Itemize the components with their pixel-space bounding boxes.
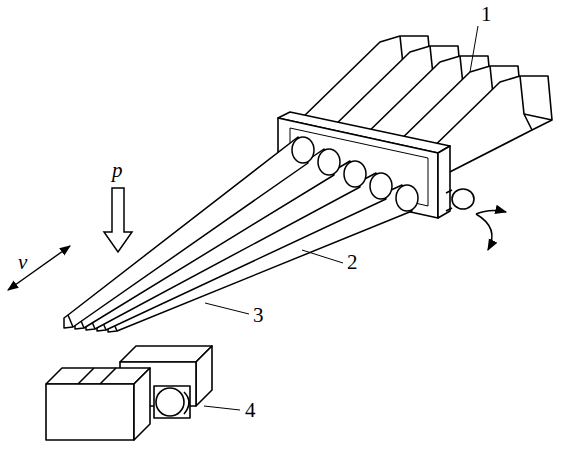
velocity-symbol: v bbox=[18, 252, 27, 273]
callout-number: 3 bbox=[253, 305, 264, 326]
callout-number: 2 bbox=[347, 252, 358, 273]
force-symbol: p bbox=[112, 160, 123, 181]
pressure-arrow bbox=[104, 188, 132, 252]
workpiece bbox=[46, 346, 212, 440]
blade-fingers bbox=[64, 137, 418, 332]
callout-number: 1 bbox=[481, 4, 492, 25]
callout-number: 4 bbox=[245, 400, 256, 421]
leader-lines bbox=[204, 26, 478, 410]
motion-arrow bbox=[8, 246, 70, 290]
rotation-arrow bbox=[476, 210, 506, 250]
